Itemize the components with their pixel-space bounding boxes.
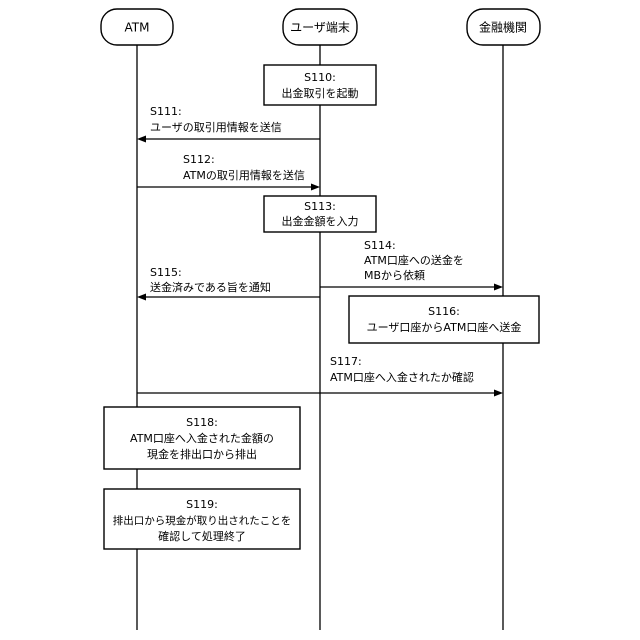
step-s116-code: S116: <box>428 305 460 318</box>
actor-user-terminal-label: ユーザ端末 <box>290 21 350 35</box>
step-s118-code: S118: <box>186 416 218 429</box>
actor-atm-label: ATM <box>125 21 150 35</box>
step-s119-text-line2: 確認して処理終了 <box>158 529 246 543</box>
step-s116-box: S116: ユーザ口座からATM口座へ送金 <box>349 296 539 343</box>
step-s117-text: ATM口座へ入金されたか確認 <box>330 370 474 384</box>
step-s117-code: S117: <box>330 355 362 368</box>
step-s110-code: S110: <box>304 71 336 84</box>
step-s115-code: S115: <box>150 266 182 279</box>
step-s113-text: 出金金額を入力 <box>282 214 359 228</box>
step-s119-code: S119: <box>186 498 218 511</box>
step-s115-text: 送金済みである旨を通知 <box>150 280 271 294</box>
step-s110-text: 出金取引を起動 <box>282 86 359 100</box>
step-s114-code: S114: <box>364 239 396 252</box>
actor-bank: 金融機関 <box>467 9 540 45</box>
step-s112-code: S112: <box>183 153 215 166</box>
step-s113-box: S113: 出金金額を入力 <box>264 196 376 232</box>
step-s116-text: ユーザ口座からATM口座へ送金 <box>367 320 522 334</box>
step-s114-arrowhead <box>494 284 503 291</box>
step-s114-text-line1: ATM口座への送金を <box>364 253 464 267</box>
step-s112-message: S112: ATMの取引用情報を送信 <box>137 153 320 191</box>
step-s114-message: S114: ATM口座への送金を MBから依頼 <box>320 239 503 291</box>
step-s111-arrowhead <box>137 136 146 143</box>
step-s118-text-line2: 現金を排出口から排出 <box>147 447 257 461</box>
step-s115-arrowhead <box>137 294 146 301</box>
step-s119-box: S119: 排出口から現金が取り出されたことを 確認して処理終了 <box>104 489 300 549</box>
step-s111-text: ユーザの取引用情報を送信 <box>150 120 282 134</box>
step-s117-arrowhead <box>494 390 503 397</box>
step-s110-box: S110: 出金取引を起動 <box>264 65 376 105</box>
step-s113-code: S113: <box>304 200 336 213</box>
step-s118-box: S118: ATM口座へ入金された金額の 現金を排出口から排出 <box>104 407 300 469</box>
step-s111-message: S111: ユーザの取引用情報を送信 <box>137 105 320 143</box>
step-s112-text: ATMの取引用情報を送信 <box>183 168 305 182</box>
step-s115-message: S115: 送金済みである旨を通知 <box>137 266 320 301</box>
step-s111-code: S111: <box>150 105 182 118</box>
actor-user-terminal: ユーザ端末 <box>283 9 357 45</box>
step-s112-arrowhead <box>311 184 320 191</box>
step-s118-text-line1: ATM口座へ入金された金額の <box>130 431 274 445</box>
step-s119-text-line1: 排出口から現金が取り出されたことを <box>113 514 292 527</box>
actor-bank-label: 金融機関 <box>479 20 527 35</box>
actor-atm: ATM <box>101 9 173 45</box>
step-s114-text-line2: MBから依頼 <box>364 269 425 282</box>
